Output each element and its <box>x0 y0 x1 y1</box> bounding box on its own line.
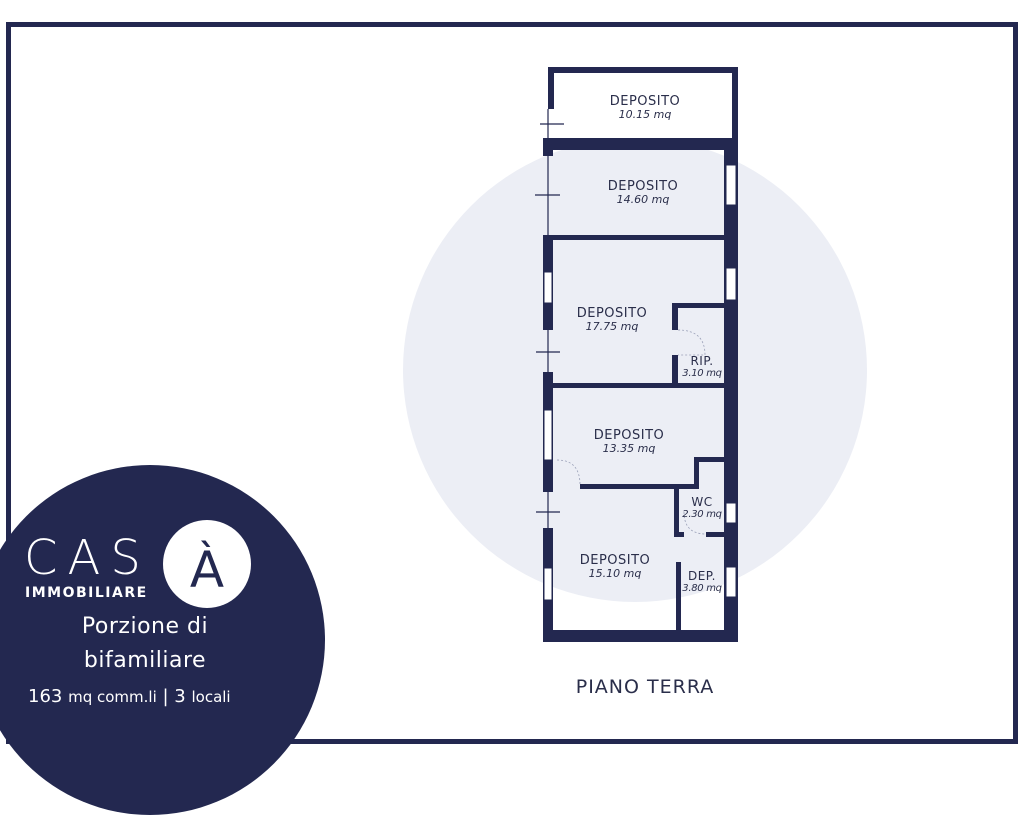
logo-circle: À <box>163 520 251 608</box>
room-name: DEPOSITO <box>579 553 651 568</box>
separator: | <box>162 686 169 707</box>
brand-badge <box>0 465 325 815</box>
room-name: DEPOSITO <box>607 179 679 194</box>
listing-summary: 163 mq comm.li | 3 locali <box>28 686 231 707</box>
room-area: 13.35 mq <box>602 442 656 456</box>
listing-type-line2: bifamiliare <box>83 648 207 673</box>
brand-name: CAS <box>24 530 151 586</box>
floor-plan <box>535 67 738 642</box>
rooms-unit: locali <box>191 688 231 706</box>
room-name: DEPOSITO <box>576 306 648 321</box>
room-name: WC <box>691 495 713 509</box>
rooms-value: 3 <box>174 686 186 707</box>
area-unit: mq comm.li <box>68 688 157 706</box>
room-area: 17.75 mq <box>585 320 639 334</box>
watermark-logo <box>403 138 867 602</box>
area-value: 163 <box>28 686 63 707</box>
room-area: 3.10 mq <box>682 368 722 380</box>
room-area: 14.60 mq <box>616 193 670 207</box>
room-area: 3.80 mq <box>682 583 722 595</box>
room-name: DEPOSITO <box>593 428 665 443</box>
room-name: DEP. <box>687 569 716 583</box>
brand-subtitle: IMMOBILIARE <box>25 585 148 601</box>
room-area: 10.15 mq <box>618 108 672 122</box>
floor-label: PIANO TERRA <box>575 676 715 698</box>
room-name: DEPOSITO <box>609 94 681 109</box>
room-area: 2.30 mq <box>682 509 722 521</box>
room-area: 15.10 mq <box>588 567 642 581</box>
room-label: DEP.3.80 mq <box>676 569 728 595</box>
room-label: RIP.3.10 mq <box>676 354 728 380</box>
room-name: RIP. <box>690 354 714 368</box>
listing-type-line1: Porzione di <box>81 614 209 639</box>
